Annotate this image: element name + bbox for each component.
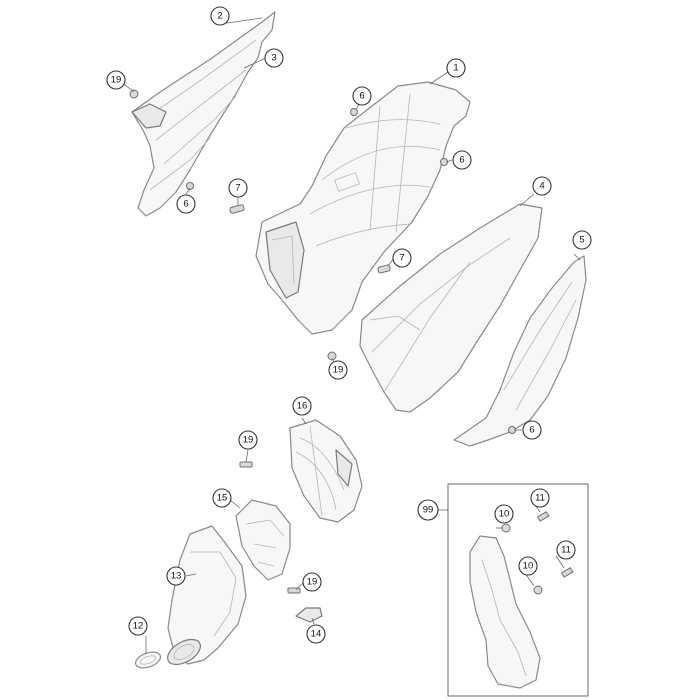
- callout-6-airbox-top-label: 6: [359, 91, 364, 102]
- callout-2: 2: [210, 6, 230, 26]
- callout-3-label: 3: [271, 53, 276, 64]
- callout-7-right-label: 7: [399, 253, 404, 264]
- hardware-items: [129, 89, 516, 594]
- callout-99-label: 99: [423, 505, 434, 516]
- callout-6-left: 6: [176, 194, 196, 214]
- callout-12: 12: [128, 616, 148, 636]
- callout-7-left: 7: [228, 178, 248, 198]
- callout-14-label: 14: [311, 629, 322, 640]
- airbox: [255, 81, 471, 335]
- callout-19-bottom: 19: [302, 572, 322, 592]
- air-filter: [289, 419, 363, 523]
- callout-15: 15: [212, 488, 232, 508]
- callout-6-left-label: 6: [183, 199, 188, 210]
- callout-11-lower-label: 11: [561, 545, 571, 556]
- callout-14: 14: [306, 624, 326, 644]
- callout-19-airbox: 19: [328, 360, 348, 380]
- callout-7-right: 7: [392, 248, 412, 268]
- callout-19-cage: 19: [238, 430, 258, 450]
- callout-4: 4: [532, 176, 552, 196]
- intake-boot: [167, 525, 247, 666]
- callout-4-label: 4: [539, 181, 544, 192]
- callout-19-airbox-label: 19: [333, 365, 344, 376]
- callout-10-upper: 10: [494, 504, 514, 524]
- hose-clamp: [134, 651, 162, 669]
- callout-13-label: 13: [171, 571, 182, 582]
- callout-5: 5: [572, 230, 592, 250]
- callout-7-left-label: 7: [235, 183, 240, 194]
- callout-19-top-label: 19: [111, 75, 122, 86]
- number-plate-side: [453, 255, 587, 447]
- callout-6-airbox-side-label: 6: [459, 155, 464, 166]
- filter-cage: [235, 499, 291, 581]
- callout-10-lower: 10: [518, 556, 538, 576]
- callout-13: 13: [166, 566, 186, 586]
- callout-19-top: 19: [106, 70, 126, 90]
- callout-3: 3: [264, 48, 284, 68]
- callout-6-airbox-side: 6: [452, 150, 472, 170]
- side-panel-upper-left: [131, 11, 276, 217]
- callout-11-lower: 11: [556, 540, 576, 560]
- callout-11-upper-label: 11: [535, 493, 545, 504]
- callout-19-bottom-label: 19: [307, 577, 318, 588]
- callout-16: 16: [292, 396, 312, 416]
- callout-19-cage-label: 19: [243, 435, 254, 446]
- callout-11-upper: 11: [530, 488, 550, 508]
- callout-15-label: 15: [217, 493, 228, 504]
- callout-6-airbox-top: 6: [352, 86, 372, 106]
- callout-1-label: 1: [453, 63, 458, 74]
- bracket-14: [295, 607, 323, 623]
- callout-10-lower-label: 10: [523, 561, 534, 572]
- callout-6-lower: 6: [522, 420, 542, 440]
- callout-10-upper-label: 10: [499, 509, 510, 520]
- kit-99-box: [447, 483, 589, 697]
- callout-1: 1: [446, 58, 466, 78]
- callout-6-lower-label: 6: [529, 425, 534, 436]
- side-panel-right: [359, 203, 543, 413]
- callout-16-label: 16: [297, 401, 308, 412]
- callout-5-label: 5: [579, 235, 584, 246]
- callout-2-label: 2: [217, 11, 222, 22]
- callout-12-label: 12: [133, 621, 144, 632]
- callout-99: 99: [417, 499, 439, 521]
